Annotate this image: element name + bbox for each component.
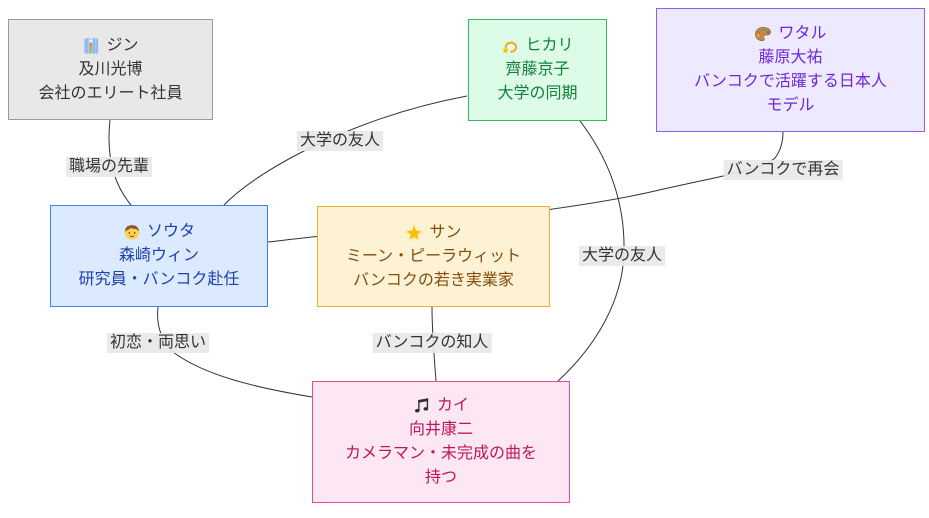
edge-souta-kai: [157, 306, 313, 398]
edge-souta-wataru: [267, 131, 784, 243]
edge-jin-souta: [108, 119, 132, 206]
edge-hikari-kai: [557, 120, 625, 382]
edge-san-kai: [431, 306, 437, 382]
edge-souta-hikari: [223, 95, 468, 206]
